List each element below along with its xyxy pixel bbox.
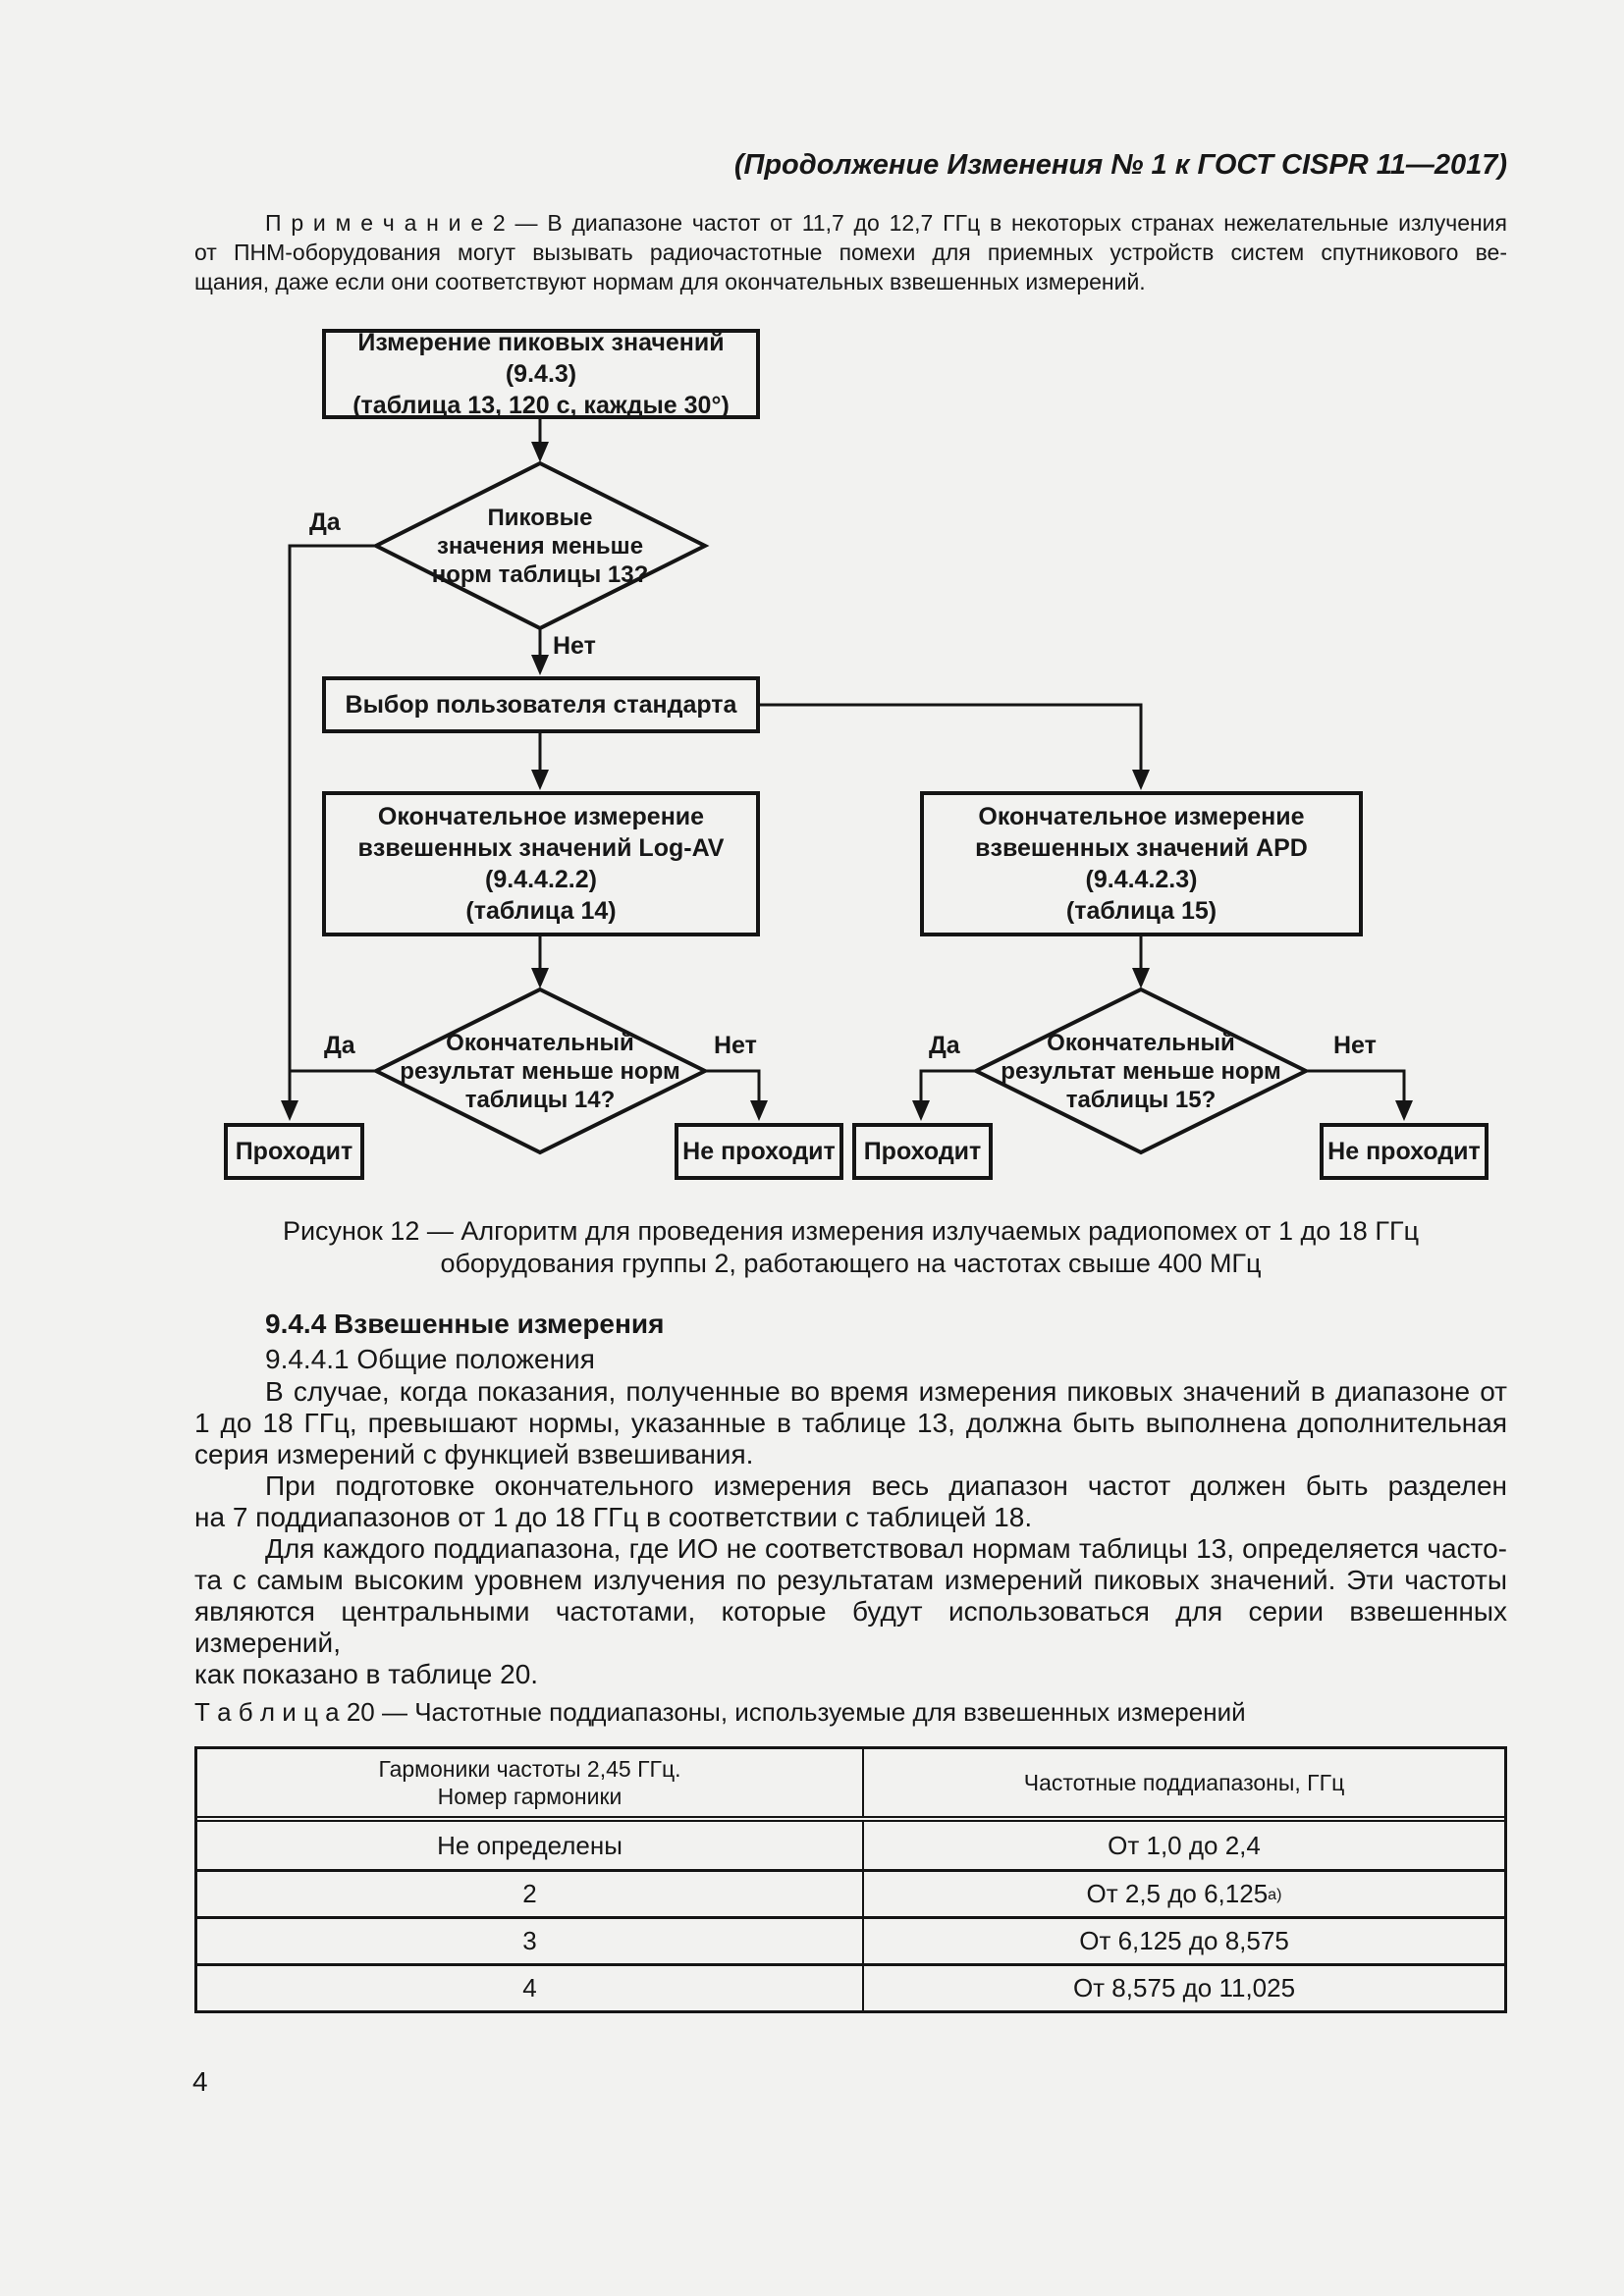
label-no-3: Нет xyxy=(1333,1032,1377,1059)
cell-harmonic: 3 xyxy=(197,1919,864,1963)
flow-box-peak-measurement: Измерение пиковых значений (9.4.3) (табл… xyxy=(322,329,760,419)
flow-decision-2: Окончательный результат меньше норм табл… xyxy=(400,1029,680,1113)
cell-range: От 1,0 до 2,4 xyxy=(864,1822,1504,1869)
table-header-row: Гармоники частоты 2,45 ГГц. Номер гармон… xyxy=(197,1749,1504,1822)
label-yes-2: Да xyxy=(324,1032,355,1059)
label-no-2: Нет xyxy=(714,1032,757,1059)
body-line: как показано в таблице 20. xyxy=(194,1659,539,1689)
table-20: Гармоники частоты 2,45 ГГц. Номер гармон… xyxy=(194,1746,1507,2013)
cell-harmonic: Не определены xyxy=(197,1822,864,1869)
note-line: от ПНМ-оборудования могут вызывать радио… xyxy=(194,240,1507,265)
continuation-header: (Продолжение Изменения № 1 к ГОСТ CISPR … xyxy=(733,149,1507,181)
connector-choice-to-apd xyxy=(759,703,1143,772)
table-header-subbands: Частотные поддиапазоны, ГГц xyxy=(1023,1770,1345,1795)
cell-harmonic: 4 xyxy=(197,1966,864,2010)
label-no-1: Нет xyxy=(553,632,596,660)
range-text: От 8,575 до 11,025 xyxy=(1072,1973,1296,2002)
section-heading-944: 9.4.4 Взвешенные измерения xyxy=(265,1308,665,1339)
body-line: серия измерений с функцией взвешивания. xyxy=(194,1439,754,1469)
flow-box-fail-left: Не проходит xyxy=(675,1123,843,1180)
decision1-diamond xyxy=(371,460,710,631)
flow-decision-1: Пиковые значения меньше норм таблицы 13? xyxy=(431,504,649,588)
decision2-diamond xyxy=(371,987,710,1155)
table-20-title: Т а б л и ц а 20 — Частотные поддиапазон… xyxy=(194,1697,1246,1727)
range-text: От 6,125 до 8,575 xyxy=(1079,1926,1289,1955)
connector-no3-to-fail-right xyxy=(1306,1069,1406,1102)
body-line: При подготовке окончательного измерения … xyxy=(265,1470,1507,1501)
cell-range: От 8,575 до 11,025 xyxy=(864,1966,1504,2010)
body-text: В случае, когда показания, полученные во… xyxy=(194,1376,1507,1690)
caption-line: Рисунок 12 — Алгоритм для проведения изм… xyxy=(282,1216,1420,1246)
connector-yes3-to-pass-right xyxy=(919,1069,976,1102)
flow-box-fail-right: Не проходит xyxy=(1320,1123,1489,1180)
flow-box-user-choice: Выбор пользователя стандарта xyxy=(322,676,760,733)
connector-yes1-to-pass-left xyxy=(288,544,376,1102)
body-line: Для каждого поддиапазона, где ИО не соот… xyxy=(265,1533,1507,1564)
label-yes-1: Да xyxy=(309,508,341,536)
table-header-harmonics: Гармоники частоты 2,45 ГГц. Номер гармон… xyxy=(197,1749,864,1816)
range-text: От 1,0 до 2,4 xyxy=(1108,1830,1261,1860)
section-heading-9441: 9.4.4.1 Общие положения xyxy=(265,1344,595,1374)
body-line: являются центральными частотами, которые… xyxy=(194,1596,1507,1658)
table-row: 4 От 8,575 до 11,025 xyxy=(197,1963,1504,2010)
body-line: на 7 поддиапазонов от 1 до 18 ГГц в соот… xyxy=(194,1502,1033,1532)
cell-harmonic: 2 xyxy=(197,1872,864,1916)
arrowhead xyxy=(531,655,549,675)
range-text: От 2,5 до 6,125 xyxy=(1086,1879,1269,1908)
caption-line: оборудования группы 2, работающего на ча… xyxy=(440,1249,1262,1278)
table-row: Не определены От 1,0 до 2,4 xyxy=(197,1822,1504,1869)
arrowhead xyxy=(531,770,549,790)
arrowhead xyxy=(1132,968,1150,988)
note-2-paragraph: П р и м е ч а н и е 2 — В диапазоне част… xyxy=(194,208,1507,296)
connector-no2-to-fail-left xyxy=(705,1069,761,1102)
arrowhead xyxy=(1395,1100,1413,1121)
arrowhead xyxy=(281,1100,298,1121)
cell-range: От 6,125 до 8,575 xyxy=(864,1919,1504,1963)
body-line: та с самым высоким уровнем излучения по … xyxy=(194,1565,1507,1595)
body-line: В случае, когда показания, полученные во… xyxy=(265,1376,1507,1407)
decision3-diamond xyxy=(971,987,1311,1155)
arrowhead xyxy=(531,968,549,988)
flow-box-pass-right: Проходит xyxy=(852,1123,993,1180)
arrowhead xyxy=(1132,770,1150,790)
page-number: 4 xyxy=(192,2066,208,2097)
flow-box-apd: Окончательное измерение взвешенных значе… xyxy=(920,791,1363,936)
label-yes-3: Да xyxy=(929,1032,960,1059)
body-line: 1 до 18 ГГц, превышают нормы, указанные … xyxy=(194,1408,1507,1438)
flow-box-logav: Окончательное измерение взвешенных значе… xyxy=(322,791,760,936)
arrowhead xyxy=(912,1100,930,1121)
flow-box-pass-left: Проходит xyxy=(224,1123,364,1180)
flow-decision-3: Окончательный результат меньше норм табл… xyxy=(1001,1029,1281,1113)
arrowhead xyxy=(750,1100,768,1121)
note-line: щания, даже если они соответствуют норма… xyxy=(194,269,1146,294)
table-row: 3 От 6,125 до 8,575 xyxy=(197,1916,1504,1963)
note-line: П р и м е ч а н и е 2 — В диапазоне част… xyxy=(265,210,1507,236)
figure-12-caption: Рисунок 12 — Алгоритм для проведения изм… xyxy=(194,1215,1507,1280)
arrowhead xyxy=(531,442,549,462)
